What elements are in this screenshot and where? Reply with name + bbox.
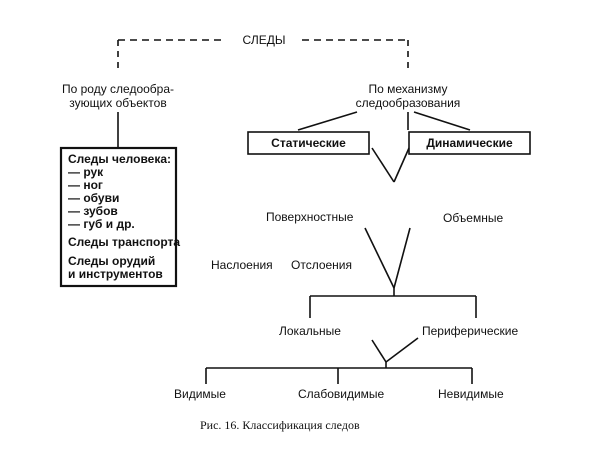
visible-label: Видимые xyxy=(174,387,226,401)
transport-traces: Следы транспорта xyxy=(68,235,181,249)
peripheral-label: Периферические xyxy=(422,324,519,338)
right-branch-title-line2: следообразования xyxy=(355,96,461,110)
volume-label: Объемные xyxy=(443,211,504,225)
local-label: Локальные xyxy=(279,324,341,338)
faint-label: Слабовидимые xyxy=(298,387,385,401)
human-item-shoes: — обуви xyxy=(68,191,120,205)
human-item-feet: — ног xyxy=(68,178,103,192)
human-traces-box xyxy=(59,146,178,288)
left-branch-title-line1: По роду следообра- xyxy=(61,82,175,96)
human-traces-heading: Следы человека: xyxy=(68,152,172,166)
invisible-label: Невидимые xyxy=(438,387,504,401)
v1-right xyxy=(393,147,410,183)
tools-traces-line2: и инструментов xyxy=(68,267,163,281)
static-label: Статические xyxy=(271,136,346,150)
peeling-label: Отслоения xyxy=(291,258,353,272)
v3-left xyxy=(371,339,387,363)
fan-line-dynamic xyxy=(413,111,471,131)
v1-left xyxy=(371,147,395,183)
left-branch-title-line2: зующих объектов xyxy=(69,96,167,110)
fan-line-static xyxy=(297,111,358,131)
dynamic-box xyxy=(408,131,531,155)
human-item-lips: — губ и др. xyxy=(68,217,135,231)
v3-right xyxy=(385,337,419,363)
surface-label: Поверхностные xyxy=(266,210,354,224)
layering-label: Наслоения xyxy=(211,258,273,272)
v2-left xyxy=(364,227,395,289)
tools-traces-line1: Следы орудий xyxy=(68,254,156,268)
right-branch-title-line1: По механизму xyxy=(368,82,448,96)
root-label: СЛЕДЫ xyxy=(242,33,286,47)
human-item-teeth: — зубов xyxy=(68,204,118,218)
v2-right xyxy=(393,227,411,289)
dynamic-label: Динамические xyxy=(426,136,513,150)
figure-caption: Рис. 16. Классификация следов xyxy=(200,418,360,432)
static-box xyxy=(247,131,370,155)
human-item-hands: — рук xyxy=(68,165,104,179)
